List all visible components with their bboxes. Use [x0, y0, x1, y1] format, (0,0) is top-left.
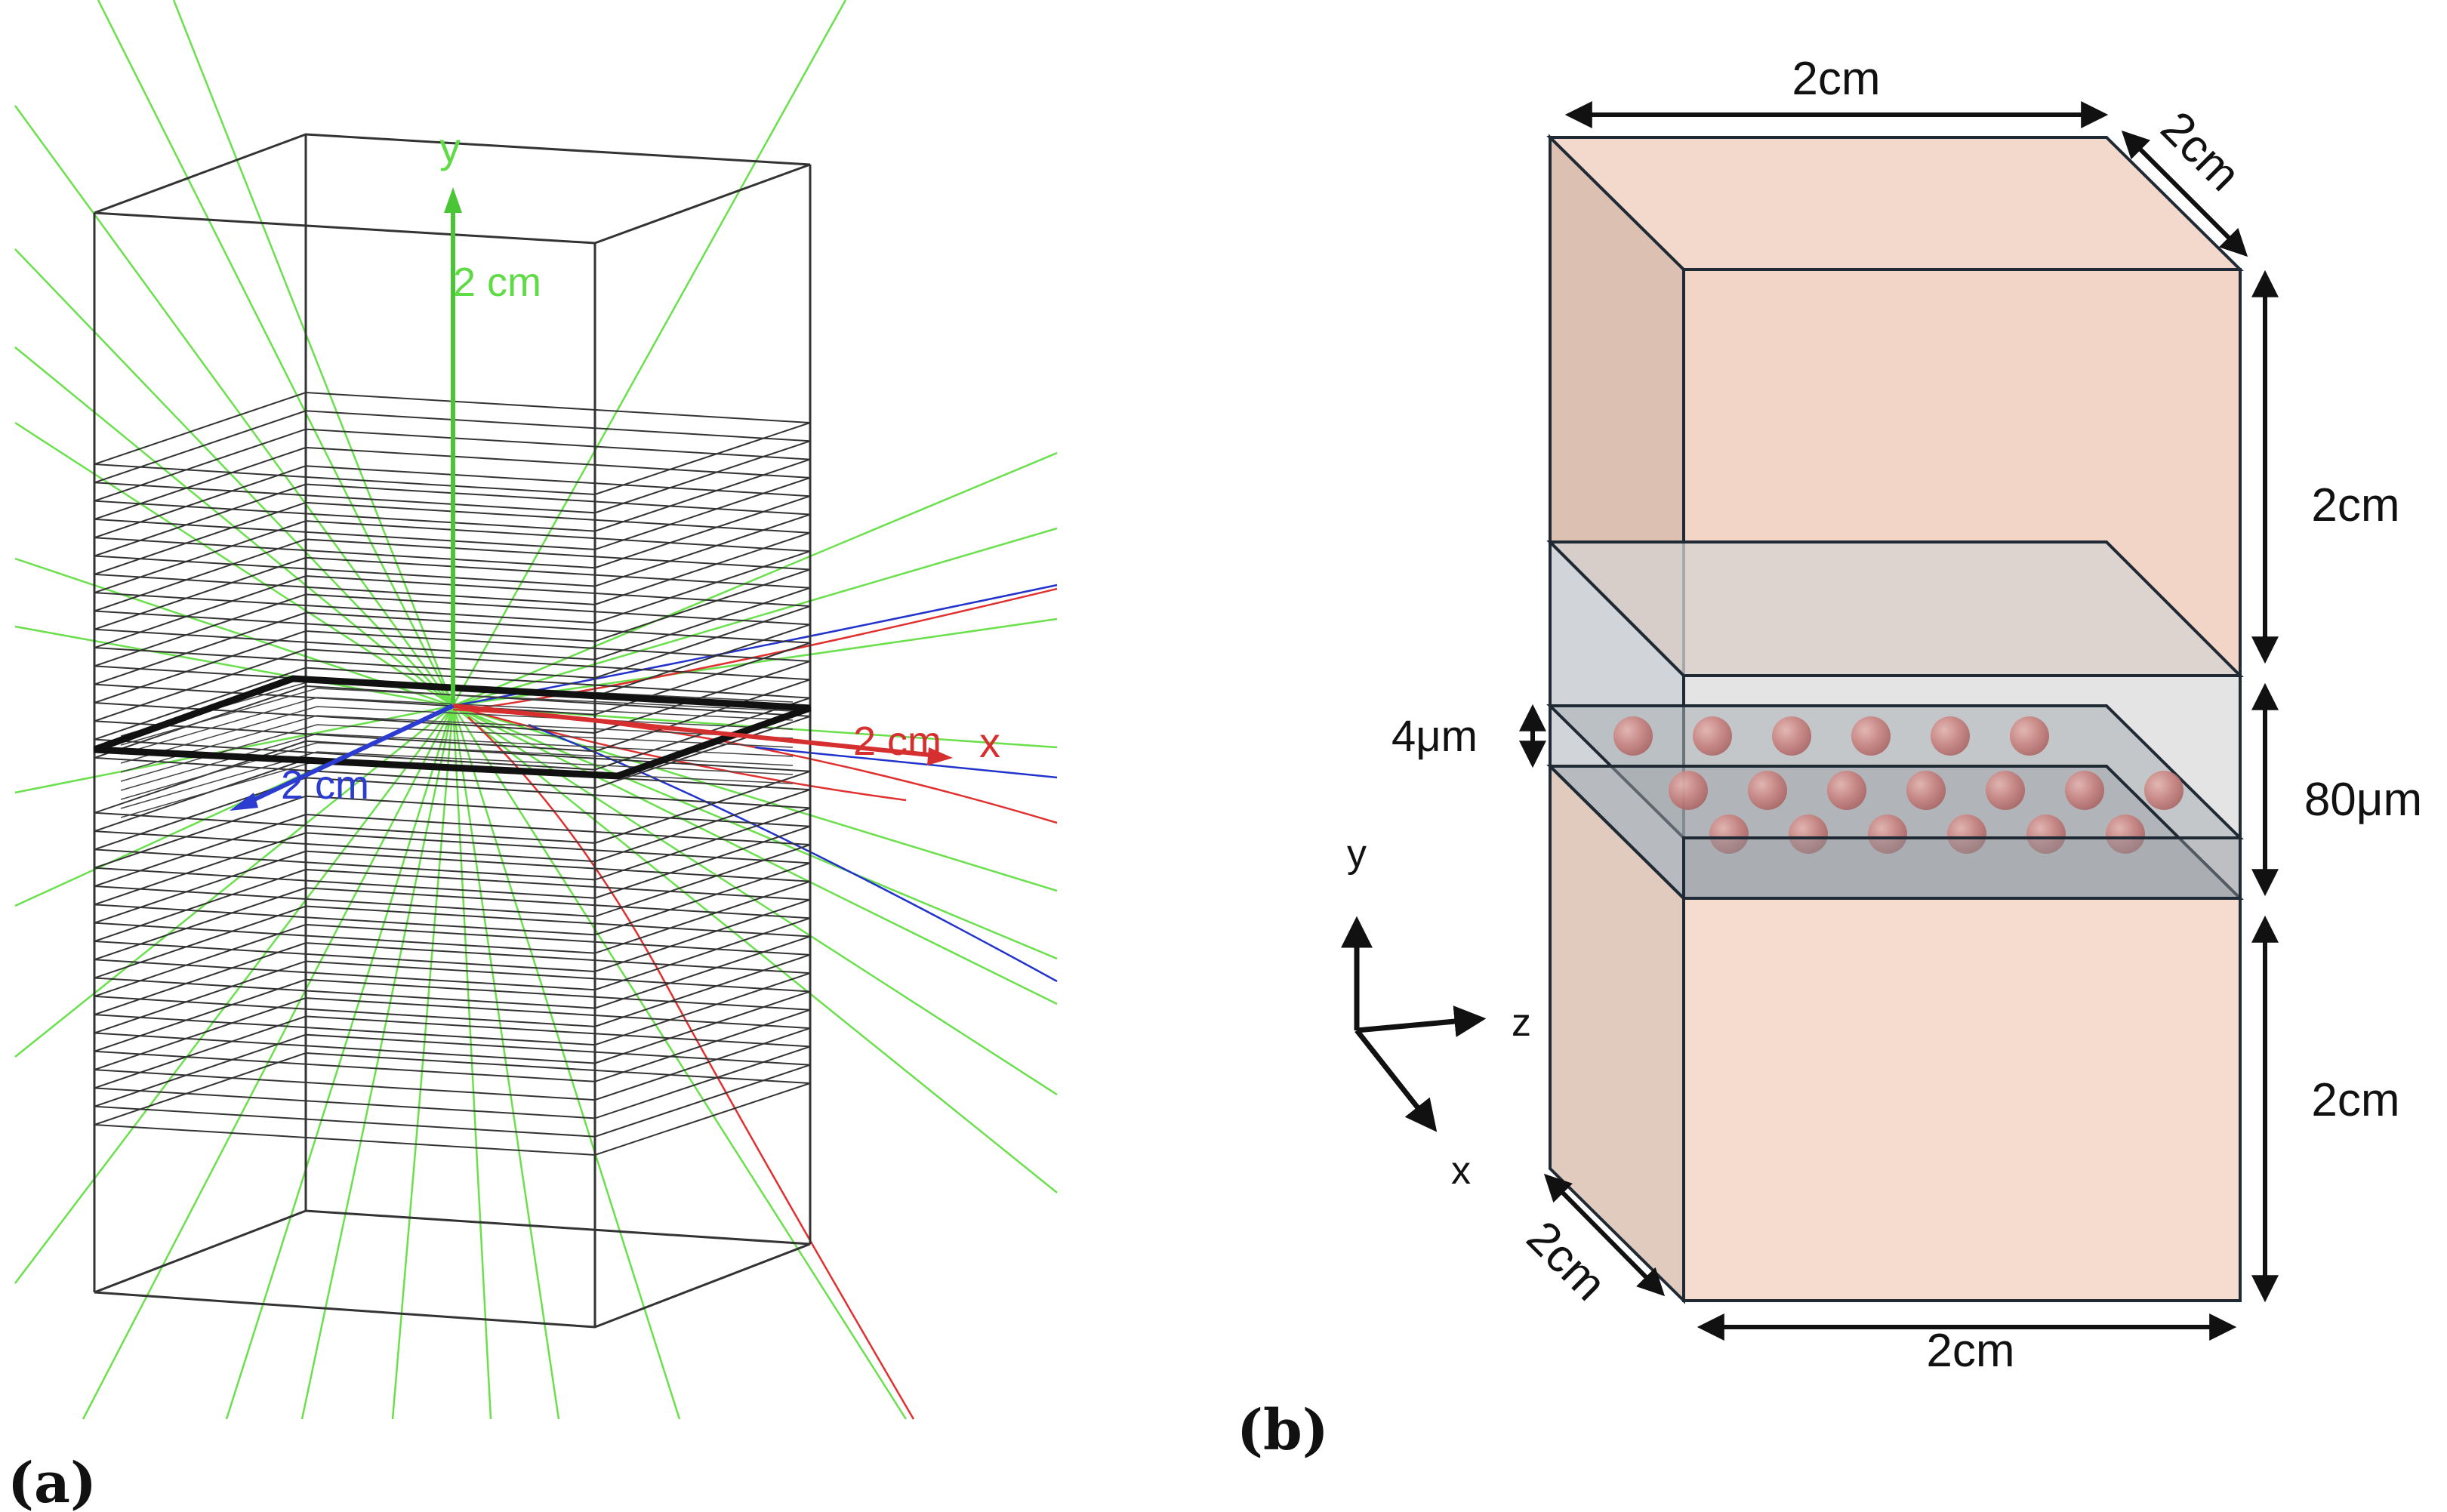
particle-sphere — [1827, 771, 1866, 810]
detector-layer-dense — [120, 688, 794, 746]
particles — [1613, 716, 2184, 854]
gamma-track — [452, 527, 1058, 707]
axis-x-label: x — [979, 719, 1000, 766]
particle-sphere — [1931, 716, 1970, 756]
detector-outer-box — [93, 133, 812, 1329]
dim-bottom-depth-arrow — [1543, 1173, 1666, 1297]
detector-layer — [94, 1015, 811, 1119]
detector-layer — [94, 795, 811, 899]
detector-layer — [94, 923, 811, 1027]
detector-layer-dense — [120, 706, 794, 764]
detector-layer — [94, 942, 811, 1046]
coord-x-arrow — [1354, 1028, 1438, 1132]
dim-layer-height-label: 80μm — [2304, 774, 2422, 826]
dimension-arrows — [1519, 101, 2279, 1341]
dim-upper-height-label: 2cm — [2311, 479, 2399, 531]
gamma-track — [172, 0, 455, 707]
particle-sphere — [2106, 815, 2145, 854]
gamma-track — [451, 705, 681, 1420]
detector-layer-dense — [120, 733, 794, 791]
gamma-track — [452, 705, 1058, 1193]
gamma-track — [300, 705, 455, 1420]
coord-x-label: x — [1451, 1149, 1471, 1193]
axis-x — [452, 704, 953, 765]
particle-sphere — [1906, 771, 1946, 810]
box-bottom-face — [94, 1209, 811, 1329]
gamma-track — [451, 705, 908, 1420]
detector-layer — [94, 1052, 811, 1156]
particle-sphere — [1693, 716, 1732, 756]
dim-top-depth-arrow — [2121, 130, 2248, 257]
axis-y — [444, 187, 462, 706]
detector-layer — [94, 868, 811, 972]
dim-top-width-label: 2cm — [1792, 53, 1880, 105]
axis-x-length: 2 cm — [853, 719, 942, 764]
detector-layer — [94, 997, 811, 1101]
gamma-track — [97, 0, 455, 707]
dim-lower-height-label: 2cm — [2311, 1074, 2399, 1126]
particle-sphere — [2026, 815, 2066, 854]
particle-layer-front — [1682, 836, 2242, 900]
particle-sphere — [1613, 716, 1653, 756]
gamma-track — [14, 248, 454, 707]
particle-sphere — [1986, 771, 2025, 810]
panel-b-label: (b) — [1237, 1398, 1329, 1463]
gamma-track — [14, 105, 455, 707]
axis-z — [230, 704, 455, 811]
particle-sphere — [1789, 815, 1828, 854]
particle-sphere — [1748, 771, 1787, 810]
gamma-track — [14, 705, 454, 1284]
detector-layer — [94, 978, 811, 1082]
detector-layer — [94, 832, 811, 936]
particle-sphere — [1868, 815, 1907, 854]
electron-track — [467, 716, 915, 1420]
detector-layer — [94, 887, 811, 991]
gamma-track — [452, 704, 1058, 1005]
dim-bottom-width-label: 2cm — [1926, 1325, 2014, 1377]
dim-bottom-depth-label: 2cm — [1517, 1212, 1616, 1311]
panel-a-label: (a) — [8, 1451, 97, 1512]
coord-z-label: z — [1512, 1001, 1531, 1045]
dim-particle-layer-label: 4μm — [1391, 712, 1478, 761]
gamma-track — [391, 705, 455, 1420]
detector-layer — [94, 960, 811, 1064]
electron-track — [452, 704, 907, 802]
detector-layer — [94, 905, 811, 1009]
panel-a: y 2 cm 2 cm x 2 cm (a) — [8, 0, 1058, 1512]
target-plane — [93, 675, 812, 780]
axis-z-length: 2 cm — [281, 762, 369, 808]
detector-layer-dense — [120, 697, 794, 755]
gamma-track — [452, 704, 1058, 960]
particle-tracks — [14, 0, 1058, 1420]
coordinate-axes — [1341, 916, 1487, 1132]
particle-sphere — [2144, 771, 2184, 810]
gamma-track — [225, 705, 455, 1420]
particle-sphere — [2010, 716, 2049, 756]
gamma-track — [452, 704, 1058, 892]
lower-block-front-face — [1682, 897, 2242, 1302]
coord-z-arrow — [1356, 1005, 1487, 1037]
dim-top-depth-label: 2cm — [2151, 102, 2251, 202]
particle-sphere — [1772, 716, 1811, 756]
particle-sphere — [2065, 771, 2104, 810]
particle-sphere — [1851, 716, 1891, 756]
axis-y-length: 2 cm — [453, 260, 541, 305]
axis-y-label: y — [439, 124, 461, 171]
detector-layer-dense — [120, 742, 794, 800]
particle-sphere — [1947, 815, 1986, 854]
positron-track — [754, 746, 1058, 779]
coord-y-label: y — [1347, 832, 1367, 876]
panel-b: 2cm 2cm 2cm 80μm 2cm 2cm 2cm 4μm y z x (… — [1237, 53, 2422, 1463]
detector-layer-dense — [120, 724, 794, 782]
particle-sphere — [1709, 815, 1749, 854]
particle-sphere — [1669, 771, 1708, 810]
gamma-track — [14, 625, 454, 707]
